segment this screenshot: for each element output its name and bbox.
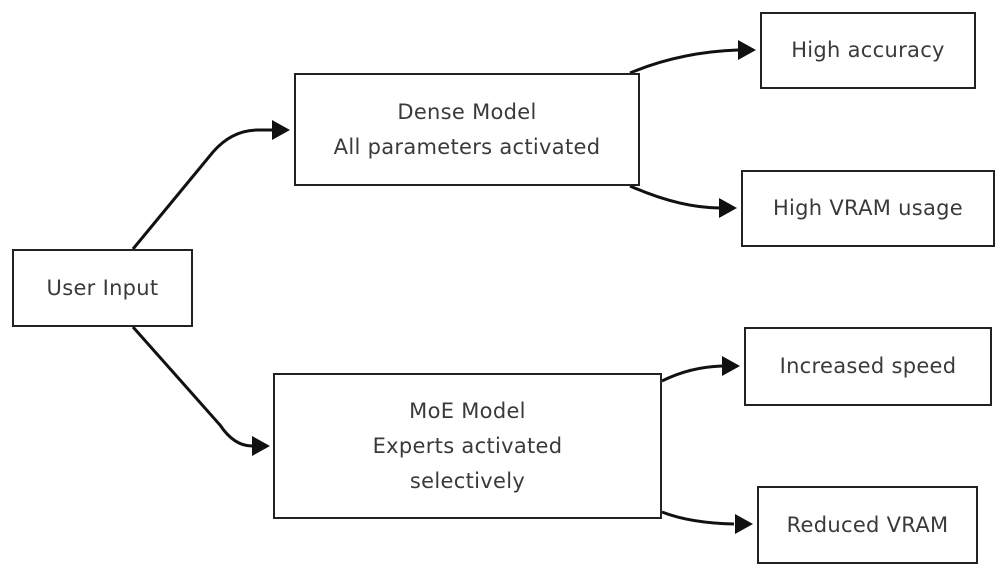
- edge-user-to-moe: [131, 326, 270, 456]
- node-high-vram-usage: High VRAM usage: [741, 170, 995, 247]
- node-dense-model-title: Dense Model: [397, 99, 537, 124]
- node-moe-model: MoE Model Experts activated selectively: [273, 373, 662, 519]
- node-high-accuracy: High accuracy: [760, 12, 976, 89]
- edge-moe-to-speed: [661, 356, 740, 383]
- node-moe-model-title: MoE Model: [409, 398, 526, 423]
- node-high-vram-usage-label: High VRAM usage: [772, 196, 964, 220]
- node-user-input-label: User Input: [46, 275, 159, 300]
- edge-dense-to-vram: [629, 184, 737, 218]
- node-increased-speed-label: Increased speed: [779, 354, 957, 378]
- node-dense-model-desc: All parameters activated: [333, 134, 601, 159]
- node-moe-model-desc-line1: Experts activated: [372, 433, 563, 458]
- node-user-input: User Input: [12, 249, 193, 327]
- node-dense-model: Dense Model All parameters activated: [294, 73, 640, 186]
- node-reduced-vram-label: Reduced VRAM: [786, 512, 949, 537]
- node-high-accuracy-label: High accuracy: [791, 38, 945, 62]
- edge-dense-to-accuracy: [629, 40, 756, 75]
- edge-moe-to-reduced-vram: [661, 510, 753, 534]
- edge-user-to-dense: [131, 120, 290, 250]
- node-increased-speed: Increased speed: [744, 327, 992, 406]
- node-reduced-vram: Reduced VRAM: [757, 486, 978, 564]
- node-moe-model-desc-line2: selectively: [409, 468, 526, 493]
